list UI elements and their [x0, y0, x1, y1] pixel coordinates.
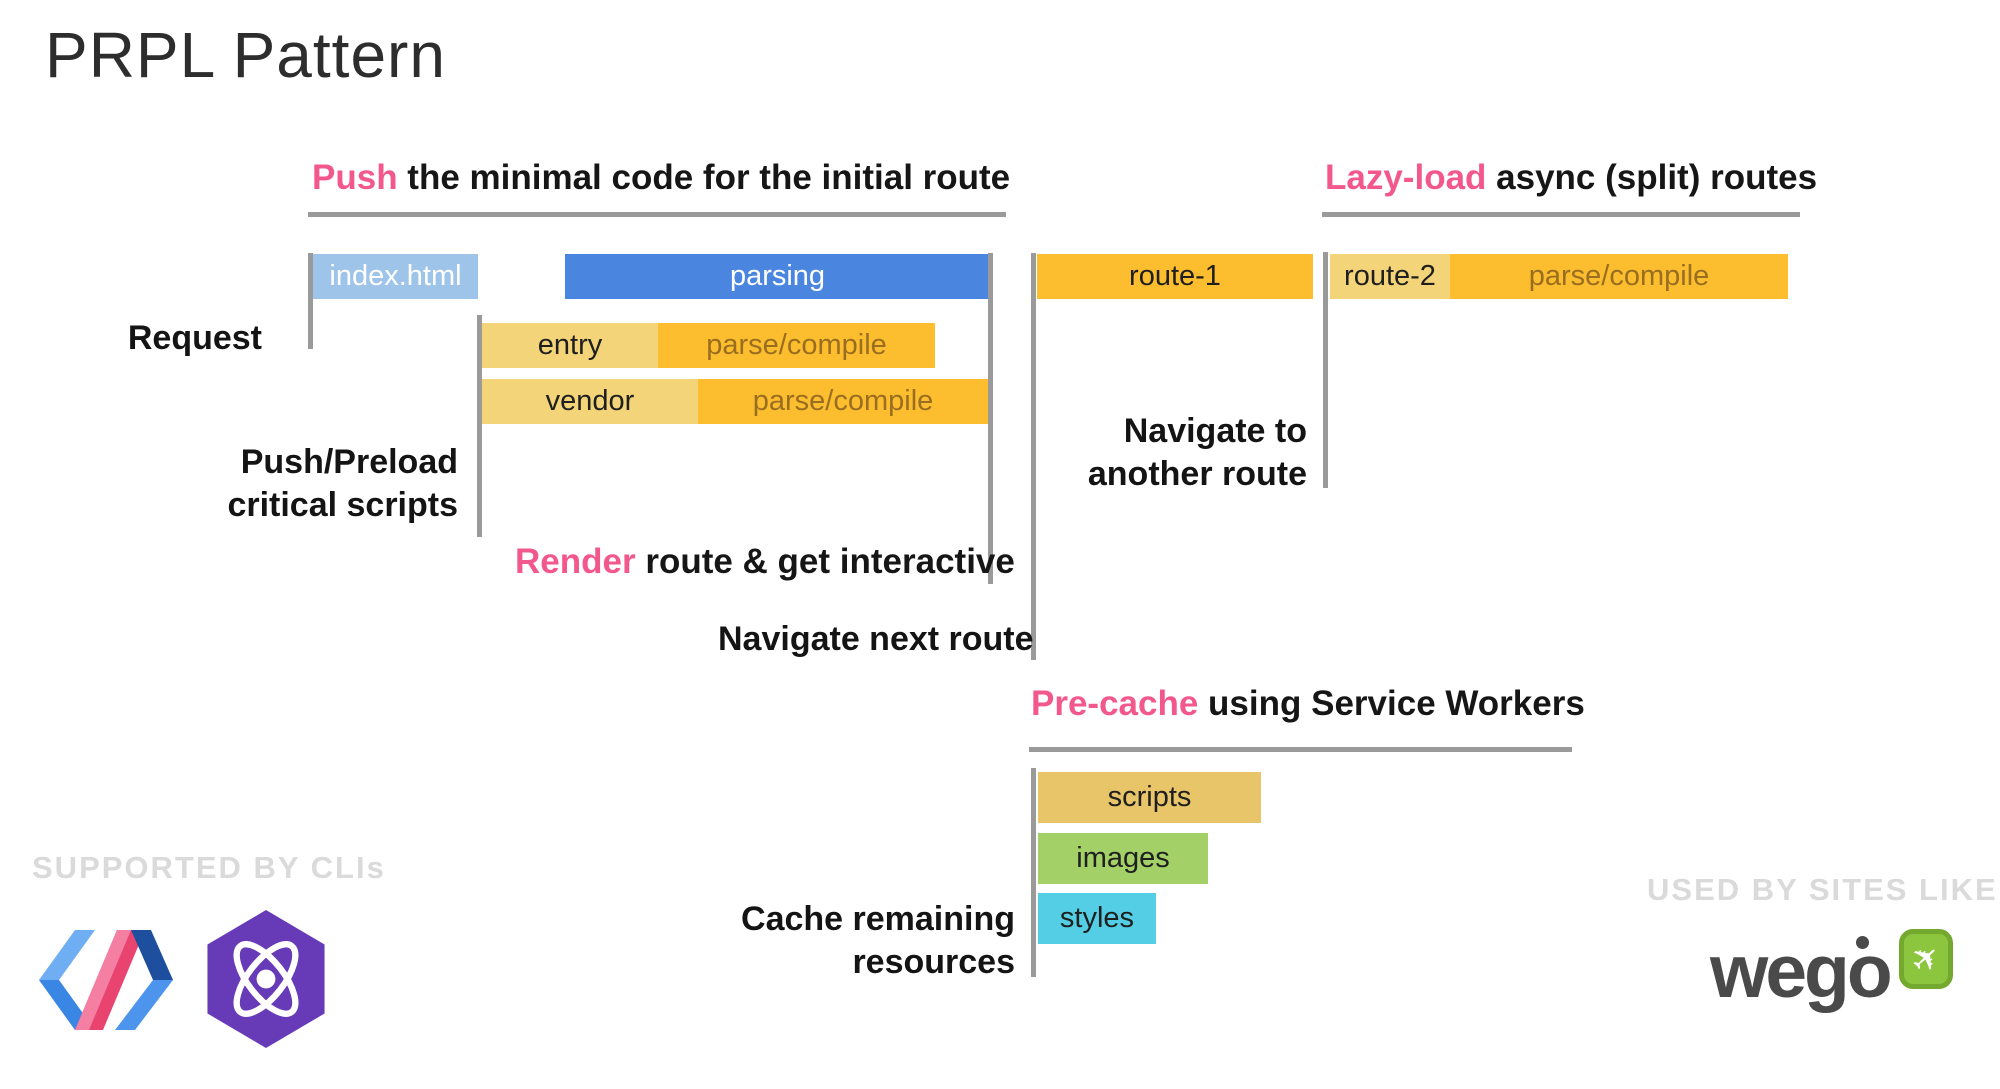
bar-index-html: index.html	[313, 254, 478, 299]
bar-styles: styles	[1038, 893, 1156, 944]
push-preload-label-line1: Push/Preload	[240, 443, 458, 481]
bar-entry-parse-compile: parse/compile	[658, 323, 935, 368]
preact-logo	[207, 910, 325, 1048]
lazy-load-underline	[1322, 212, 1800, 217]
wego-logo-badge: ✈	[1899, 929, 1953, 989]
heading-precache-rest: using Service Workers	[1198, 684, 1585, 723]
request-marker-line	[308, 253, 313, 349]
push-underline	[308, 212, 1006, 217]
supported-by-clis-caption: SUPPORTED BY CLIs	[32, 850, 386, 885]
cache-marker-line	[1031, 768, 1036, 977]
bar-images: images	[1038, 833, 1208, 884]
heading-precache: Pre-cache using Service Workers	[1031, 684, 1585, 724]
heading-lazy-load: Lazy-load async (split) routes	[1325, 158, 1817, 198]
bar-vendor: vendor	[482, 379, 698, 424]
wego-logo-dot	[1856, 936, 1869, 949]
page-title: PRPL Pattern	[45, 19, 446, 91]
cache-remaining-label-line2: resources	[852, 942, 1015, 981]
navigate-next-label: Navigate next route	[718, 620, 1034, 658]
used-by-sites-caption: USED BY SITES LIKE	[1647, 872, 1998, 907]
bar-vendor-parse-compile: parse/compile	[698, 379, 988, 424]
bar-scripts: scripts	[1038, 772, 1261, 823]
heading-push: Push the minimal code for the initial ro…	[312, 158, 1010, 198]
push-preload-label: Push/Preload critical scripts	[158, 441, 458, 527]
heading-render: Render route & get interactive	[515, 542, 1015, 582]
request-label: Request	[127, 319, 262, 357]
navigate-another-label-line2: another route	[1087, 454, 1307, 493]
airplane-icon: ✈	[1902, 935, 1950, 983]
bar-route-2: route-2	[1330, 254, 1450, 299]
push-preload-marker-line	[477, 315, 482, 537]
polymer-logo	[39, 930, 173, 1030]
render-marker-line	[988, 253, 993, 584]
push-preload-label-line2: critical scripts	[227, 485, 458, 524]
cache-remaining-label: Cache remaining resources	[715, 898, 1015, 984]
heading-lazy-rest: async (split) routes	[1486, 158, 1818, 197]
heading-precache-accent: Pre-cache	[1031, 684, 1199, 723]
bar-entry: entry	[482, 323, 658, 368]
bar-parsing: parsing	[565, 254, 990, 299]
navigate-another-label: Navigate to another route	[1007, 410, 1307, 496]
navigate-next-marker-line	[1031, 253, 1036, 660]
precache-underline	[1029, 747, 1572, 752]
cache-remaining-label-line1: Cache remaining	[741, 900, 1015, 938]
heading-push-accent: Push	[312, 158, 398, 197]
navigate-another-marker-line	[1323, 252, 1328, 488]
heading-render-accent: Render	[515, 542, 636, 581]
bar-route-2-parse-compile: parse/compile	[1450, 254, 1788, 299]
heading-push-rest: the minimal code for the initial route	[397, 158, 1011, 197]
bar-route-1: route-1	[1037, 254, 1313, 299]
heading-render-rest: route & get interactive	[635, 542, 1015, 581]
navigate-another-label-line1: Navigate to	[1123, 412, 1307, 450]
heading-lazy-accent: Lazy-load	[1325, 158, 1487, 197]
